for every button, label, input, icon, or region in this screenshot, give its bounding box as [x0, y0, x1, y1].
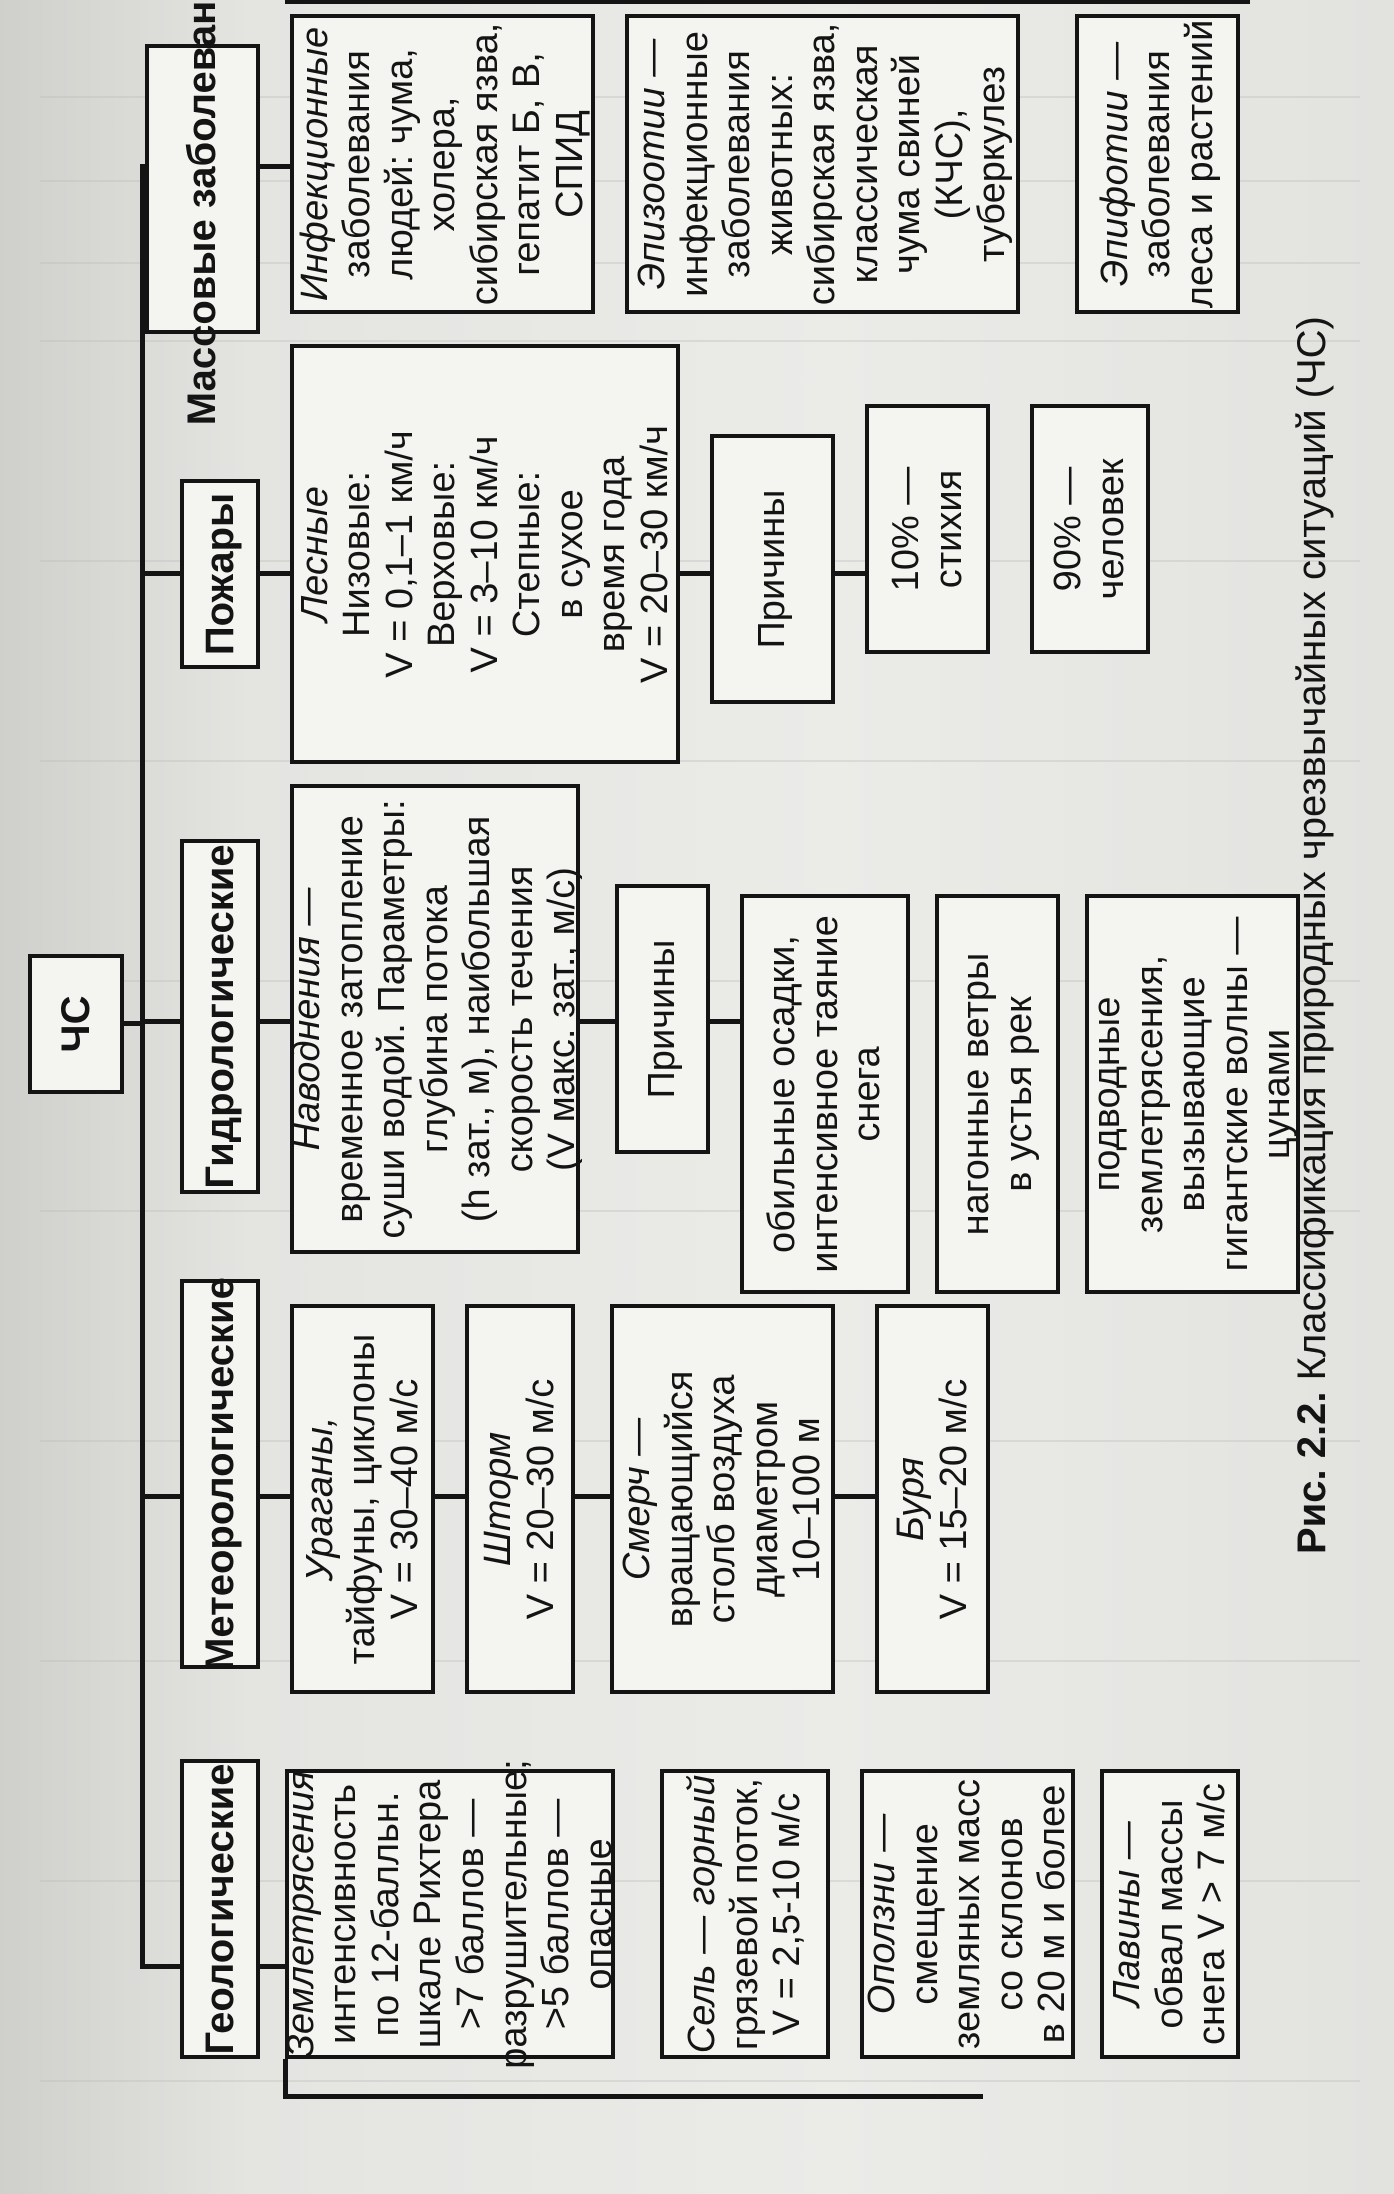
- root-label: ЧС: [53, 995, 98, 1053]
- hydro-causes-box: Причины: [615, 884, 710, 1154]
- diseases-epiphytotics-box: Эпифотии — заболевания леса и растений: [1075, 14, 1240, 314]
- fires-link: [680, 571, 710, 576]
- root-box: ЧС: [28, 954, 124, 1094]
- category-diseases: Массовые заболевания: [145, 0, 260, 425]
- geological-bus: [283, 2094, 983, 2099]
- fires-forest-box: Лесные Низовые: V = 0,1–1 км/ч Верховые:…: [290, 344, 680, 764]
- figure-caption: Рис. 2.2. Классификация природных чрезвы…: [1290, 34, 1335, 1554]
- meteo-link-1: [435, 1494, 465, 1499]
- diseases-epizootics-box: Эпизоотии — инфекционные заболевания жив…: [625, 14, 1020, 314]
- geo-mudflow-box: Сель — горный грязевой поток, V = 2,5-10…: [660, 1769, 830, 2059]
- geo-landslides-box: Оползни — смещение земляных масс со скло…: [860, 1769, 1075, 2059]
- category-meteorological: Метеорологические: [180, 1277, 260, 1671]
- diseases-infectious-box: Инфекционные заболевания людей: чума, хо…: [290, 14, 595, 314]
- meteo-link-2: [575, 1494, 610, 1499]
- diseases-bus: [285, 0, 1250, 4]
- fires-cause-human-box: 90% — человек: [1030, 404, 1150, 654]
- meteo-hurricanes-box: Ураганы, тайфуны, циклоны V = 30–40 м/с: [290, 1304, 435, 1694]
- figure-caption-text: Классификация природных чрезвычайных сит…: [1290, 316, 1334, 1381]
- hydro-causes-down: [710, 1019, 740, 1024]
- fires-causes-down: [835, 571, 865, 576]
- meteo-link-3: [835, 1494, 875, 1499]
- hydro-link: [580, 1019, 615, 1024]
- fires-cause-nature-box: 10% — стихия: [865, 404, 990, 654]
- meteo-tornado-box: Смерч — вращающийся столб воздуха диамет…: [610, 1304, 835, 1694]
- geo-avalanches-box: Лавины — обвал массы снега V > 7 м/с: [1100, 1769, 1240, 2059]
- stem-geological: [140, 1964, 182, 1969]
- geo-branch-1: [283, 2059, 288, 2099]
- hydro-cause-winds-box: нагонные ветры в устья рек: [935, 894, 1060, 1294]
- stem-fires: [140, 571, 182, 576]
- category-geological: Геологические: [180, 1759, 260, 2059]
- meteo-gale-box: Буря V = 15–20 м/с: [875, 1304, 990, 1694]
- hydro-floods-box: Наводнения — временное затопление суши в…: [286, 784, 583, 1254]
- stem-meteorological: [140, 1494, 182, 1499]
- stem-hydrological: [140, 1019, 182, 1024]
- category-hydrological: Гидрологические: [180, 839, 260, 1194]
- meteo-storm-box: Шторм V = 20–30 м/с: [465, 1304, 575, 1694]
- category-fires: Пожары: [180, 479, 260, 669]
- category-bus: [140, 164, 145, 1969]
- geo-earthquakes-box: Землетрясения интенсивность по 12-балльн…: [279, 1759, 620, 2069]
- fires-causes-box: Причины: [710, 434, 835, 704]
- fires-down: [260, 571, 290, 576]
- meteorological-down: [260, 1494, 290, 1499]
- diseases-down: [260, 164, 290, 169]
- hydro-cause-precipitation-box: обильные осадки, интенсивное таяние снег…: [740, 894, 910, 1294]
- hydro-cause-earthquakes-box: подводные землетрясения, вызывающие гига…: [1085, 894, 1300, 1294]
- figure-caption-label: Рис. 2.2.: [1290, 1391, 1334, 1554]
